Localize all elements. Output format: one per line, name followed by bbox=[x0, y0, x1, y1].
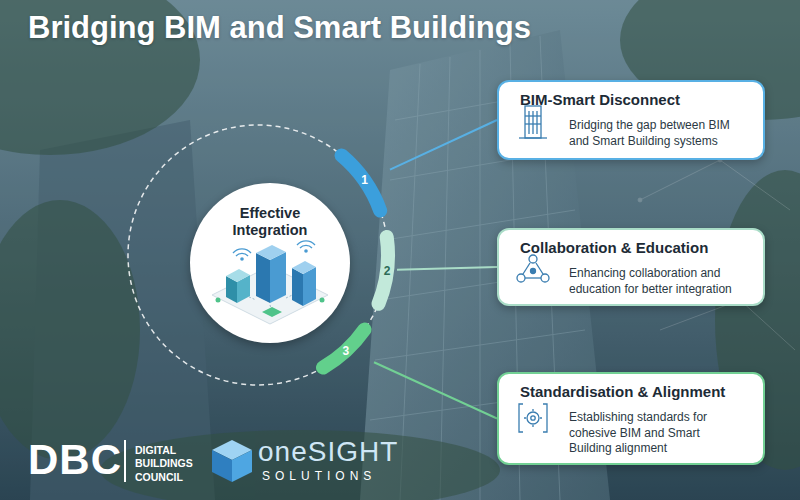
callout-number: 3 bbox=[337, 343, 355, 359]
segment-arc bbox=[369, 227, 397, 313]
box-body: Bridging the gap between BIM and Smart B… bbox=[569, 118, 747, 149]
callout-number: 2 bbox=[378, 263, 396, 279]
box-heading: BIM-Smart Disconnect bbox=[520, 91, 753, 110]
diagram-title: Bridging BIM and Smart Buildings bbox=[28, 10, 531, 46]
box-body: Establishing standards for cohesive BIM … bbox=[569, 410, 734, 457]
segment-arc-path bbox=[342, 155, 381, 210]
leader-line bbox=[397, 267, 497, 270]
numbered-segment: 2 bbox=[369, 227, 397, 313]
leader-line bbox=[374, 362, 497, 418]
logo-text: DIGITAL BUILDINGS COUNCIL bbox=[135, 444, 203, 484]
logo-mark: DBC bbox=[28, 439, 122, 481]
logo-text: SOLUTIONS bbox=[262, 470, 376, 482]
leader-line bbox=[390, 120, 497, 170]
logo-text: oneSIGHT bbox=[258, 438, 398, 466]
segment-arc-path bbox=[323, 330, 364, 368]
box-heading: Standardisation & Alignment bbox=[520, 383, 753, 402]
numbered-segment: 1 bbox=[332, 146, 390, 220]
numbered-segment: 3 bbox=[314, 320, 374, 377]
callout-number: 1 bbox=[355, 172, 373, 188]
segment-arc bbox=[332, 146, 390, 220]
circle-title: Effective Integration bbox=[220, 205, 320, 240]
info-box: Collaboration & EducationEnhancing colla… bbox=[497, 228, 765, 306]
info-box: BIM-Smart DisconnectBridging the gap bet… bbox=[497, 80, 765, 160]
center-circle: Effective Integration bbox=[190, 183, 350, 343]
box-body: Enhancing collaboration and education fo… bbox=[569, 266, 759, 297]
box-heading: Collaboration & Education bbox=[520, 239, 753, 258]
info-box: Standardisation & AlignmentEstablishing … bbox=[497, 372, 765, 465]
